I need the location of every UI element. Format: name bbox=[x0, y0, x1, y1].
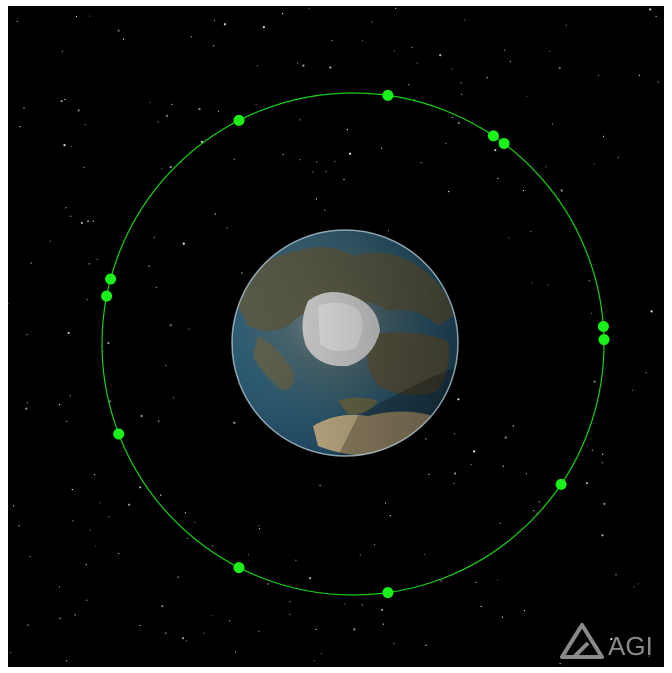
satellite-marker[interactable] bbox=[598, 334, 610, 346]
satellite-marker[interactable] bbox=[597, 321, 609, 332]
satellite-marker[interactable] bbox=[382, 89, 394, 101]
agi-triangle-logo-icon bbox=[560, 623, 604, 659]
agi-logo-text: AGI bbox=[608, 631, 653, 661]
satellite-marker[interactable] bbox=[555, 478, 567, 490]
satellite-marker[interactable] bbox=[101, 290, 113, 302]
satellite-marker[interactable] bbox=[487, 130, 499, 142]
satellite-marker[interactable] bbox=[382, 587, 394, 599]
starfield-background bbox=[8, 7, 659, 665]
agi-logo: AGI bbox=[560, 623, 653, 661]
satellite-marker[interactable] bbox=[233, 562, 245, 574]
earth-globe[interactable] bbox=[231, 229, 459, 457]
orbit-scene[interactable] bbox=[8, 6, 664, 667]
satellite-marker[interactable] bbox=[233, 114, 245, 126]
satellite-marker[interactable] bbox=[113, 428, 125, 440]
satellite-marker[interactable] bbox=[498, 138, 510, 149]
satellite-group bbox=[101, 89, 610, 599]
satellite-marker[interactable] bbox=[105, 273, 117, 285]
3d-viewer[interactable]: AGI bbox=[8, 6, 664, 667]
